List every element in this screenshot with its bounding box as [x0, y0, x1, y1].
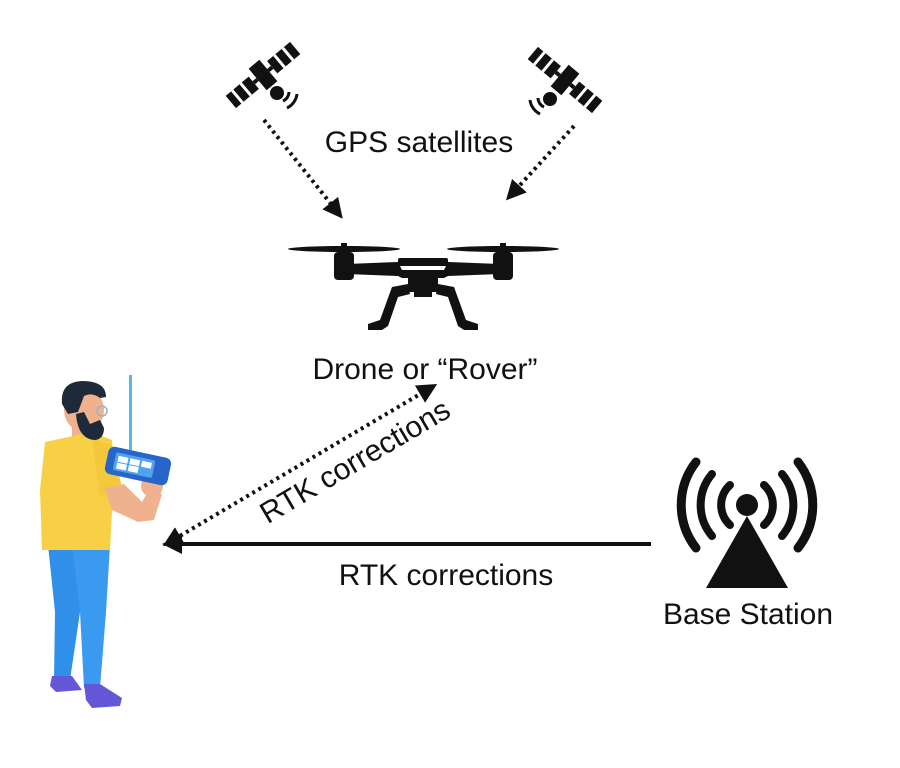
satellite-signal-arrow-left: [262, 118, 343, 219]
rtk-horizontal-label: RTK corrections: [339, 559, 554, 592]
drone-label: Drone or “Rover”: [312, 353, 537, 386]
operator-figure: [40, 375, 172, 708]
radio-tower-icon: [676, 457, 818, 588]
rtk-diagonal-arrow: [162, 383, 438, 547]
satellites-label: GPS satellites: [325, 126, 513, 159]
rtk-diagonal-label: RTK corrections: [254, 393, 456, 530]
satellite-right-icon: [523, 42, 607, 118]
drone-icon: [288, 243, 559, 330]
satellite-signal-arrow-right: [505, 124, 576, 201]
base-station-label: Base Station: [663, 598, 833, 631]
satellite-left-icon: [221, 37, 305, 113]
